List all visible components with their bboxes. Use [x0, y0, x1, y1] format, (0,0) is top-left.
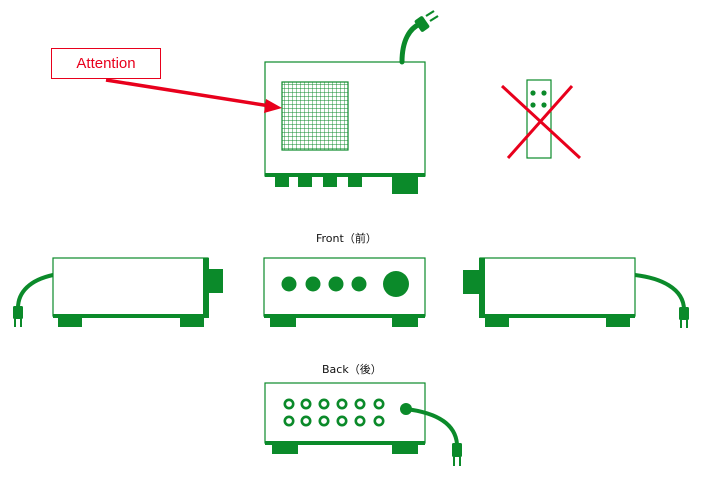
rca-jack [354, 398, 366, 410]
power-plug-icon [414, 10, 439, 32]
left-power-cord [16, 273, 54, 309]
rca-jack [373, 415, 385, 427]
right-device-panel-edge [479, 258, 485, 316]
right-device-base [479, 314, 635, 318]
top-device-base [265, 173, 425, 177]
back-power-cord [405, 407, 459, 445]
back-jacks [283, 398, 385, 427]
right-side-device [463, 257, 689, 328]
back-device-body [264, 382, 426, 444]
back-device-foot [272, 445, 298, 454]
front-knob [305, 276, 321, 292]
rca-jack [283, 398, 295, 410]
top-device-foot [323, 177, 337, 187]
left-device-foot [58, 318, 82, 327]
left-device-body [52, 257, 209, 317]
attention-label-box: Attention [51, 48, 161, 79]
right-device-knob-profile [463, 270, 479, 294]
speaker-grille [281, 81, 349, 151]
cross-mark-icon [500, 84, 582, 160]
left-device-base [53, 314, 209, 318]
rca-jack [336, 398, 348, 410]
back-device-foot [392, 445, 418, 454]
front-volume-knob [383, 271, 409, 297]
top-device-foot-large [392, 177, 418, 194]
rca-jack [283, 415, 295, 427]
front-device-foot [270, 318, 296, 327]
back-device [264, 382, 462, 466]
right-device-foot [606, 318, 630, 327]
front-view-label: Front（前） [316, 232, 377, 245]
left-side-device [13, 257, 223, 327]
top-device-foot [348, 177, 362, 187]
attention-arrow [105, 78, 282, 113]
rca-jack [354, 415, 366, 427]
right-power-cord [634, 273, 686, 311]
back-device-base [265, 441, 425, 445]
power-plug-icon [452, 443, 462, 466]
left-device-knob-profile [208, 269, 223, 293]
left-device-panel-edge [203, 258, 209, 316]
front-device-base [264, 314, 425, 318]
top-device-foot [275, 177, 289, 187]
right-device-body [479, 257, 636, 317]
power-plug-icon [679, 307, 689, 328]
back-view-label: Back（後） [322, 363, 382, 376]
rca-jack [300, 398, 312, 410]
rca-jack [373, 398, 385, 410]
front-knob [281, 276, 297, 292]
front-device-foot [392, 318, 418, 327]
top-device-foot [298, 177, 312, 187]
rca-jack [336, 415, 348, 427]
power-cord [399, 21, 423, 65]
front-device [263, 257, 426, 327]
rca-jack [318, 398, 330, 410]
right-device-foot [485, 318, 509, 327]
front-knob [351, 276, 367, 292]
power-plug-icon [13, 306, 23, 327]
rca-jack [318, 415, 330, 427]
left-device-foot [180, 318, 204, 327]
top-view-device [264, 10, 439, 194]
attention-label: Attention [76, 55, 136, 72]
front-knob [328, 276, 344, 292]
rca-jack [300, 415, 312, 427]
